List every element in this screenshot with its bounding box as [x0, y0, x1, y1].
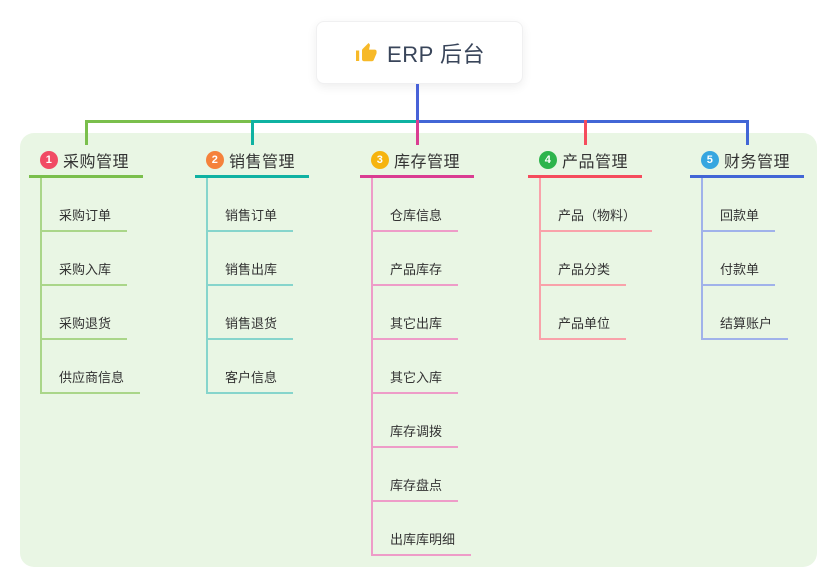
child-row: 产品单位	[541, 286, 652, 340]
child-row: 销售退货	[208, 286, 294, 340]
child-row: 采购订单	[42, 178, 140, 232]
bus-segment-teal	[252, 120, 417, 123]
child-node[interactable]: 销售出库	[208, 262, 294, 286]
child-row: 产品库存	[373, 232, 471, 286]
root-node[interactable]: ERP 后台	[316, 21, 523, 84]
child-node[interactable]: 产品（物料）	[541, 208, 653, 232]
bus-segment-blue	[417, 120, 749, 123]
child-row: 库存调拨	[373, 394, 471, 448]
child-row: 客户信息	[208, 340, 294, 394]
child-row: 采购退货	[42, 286, 140, 340]
branch-title-label: 财务管理	[724, 154, 791, 171]
child-node[interactable]: 产品单位	[541, 316, 627, 340]
root-connector	[415, 84, 419, 123]
numbered-bullet-icon: 2	[206, 151, 224, 169]
branch-2: 2 销售管理销售订单销售出库销售退货客户信息	[195, 145, 310, 394]
branch-drop-connector	[583, 120, 587, 145]
child-node[interactable]: 仓库信息	[373, 208, 459, 232]
branch-drop-connector	[745, 120, 749, 145]
child-node[interactable]: 供应商信息	[42, 370, 141, 394]
canvas-background	[20, 133, 817, 567]
child-row: 产品（物料）	[541, 178, 653, 232]
child-row: 销售订单	[208, 178, 294, 232]
numbered-bullet-icon: 3	[371, 151, 389, 169]
branch-title-label: 销售管理	[229, 154, 296, 171]
child-node[interactable]: 其它入库	[373, 370, 459, 394]
child-row: 仓库信息	[373, 178, 471, 232]
branch-3-title[interactable]: 3 库存管理	[360, 145, 475, 178]
child-node[interactable]: 出库库明细	[373, 532, 472, 556]
child-row: 销售出库	[208, 232, 294, 286]
child-node[interactable]: 产品分类	[541, 262, 627, 286]
child-row: 付款单	[703, 232, 788, 286]
child-row: 出库库明细	[373, 502, 472, 556]
child-node[interactable]: 采购退货	[42, 316, 128, 340]
thumbs-up-icon	[354, 41, 378, 65]
branch-5-children: 回款单付款单结算账户	[701, 178, 789, 340]
branch-title-label: 产品管理	[562, 154, 629, 171]
branch-1-title[interactable]: 1 采购管理	[29, 145, 144, 178]
child-node[interactable]: 采购入库	[42, 262, 128, 286]
numbered-bullet-icon: 1	[40, 151, 58, 169]
branch-4-title[interactable]: 4 产品管理	[528, 145, 643, 178]
branch-title-label: 库存管理	[394, 154, 461, 171]
child-row: 其它出库	[373, 286, 471, 340]
branch-3: 3 库存管理仓库信息产品库存其它出库其它入库库存调拨库存盘点出库库明细	[360, 145, 475, 556]
numbered-bullet-icon: 5	[701, 151, 719, 169]
branch-4-children: 产品（物料） 产品分类产品单位	[539, 178, 653, 340]
child-node[interactable]: 产品库存	[373, 262, 459, 286]
child-row: 采购入库	[42, 232, 140, 286]
child-row: 库存盘点	[373, 448, 471, 502]
root-label: ERP 后台	[387, 41, 485, 67]
branch-5-title[interactable]: 5 财务管理	[690, 145, 805, 178]
branch-3-children: 仓库信息产品库存其它出库其它入库库存调拨库存盘点出库库明细	[371, 178, 472, 556]
branch-1-children: 采购订单采购入库采购退货供应商信息	[40, 178, 141, 394]
branch-drop-connector	[250, 120, 254, 145]
branch-5: 5 财务管理回款单付款单结算账户	[690, 145, 805, 340]
child-node[interactable]: 客户信息	[208, 370, 294, 394]
numbered-bullet-icon: 4	[539, 151, 557, 169]
child-node[interactable]: 采购订单	[42, 208, 128, 232]
branch-drop-connector	[84, 120, 88, 145]
child-node[interactable]: 销售订单	[208, 208, 294, 232]
child-node[interactable]: 回款单	[703, 208, 776, 232]
child-row: 产品分类	[541, 232, 652, 286]
branch-2-title[interactable]: 2 销售管理	[195, 145, 310, 178]
branch-title-label: 采购管理	[63, 154, 130, 171]
branch-1: 1 采购管理采购订单采购入库采购退货供应商信息	[29, 145, 144, 394]
child-row: 供应商信息	[42, 340, 141, 394]
child-node[interactable]: 其它出库	[373, 316, 459, 340]
child-row: 结算账户	[703, 286, 789, 340]
branch-4: 4 产品管理产品（物料） 产品分类产品单位	[528, 145, 653, 340]
child-row: 回款单	[703, 178, 788, 232]
bus-segment-green	[84, 120, 252, 123]
child-node[interactable]: 库存调拨	[373, 424, 459, 448]
branch-drop-connector	[415, 120, 419, 145]
child-node[interactable]: 库存盘点	[373, 478, 459, 502]
child-node[interactable]: 结算账户	[703, 316, 789, 340]
child-node[interactable]: 付款单	[703, 262, 776, 286]
child-node[interactable]: 销售退货	[208, 316, 294, 340]
child-row: 其它入库	[373, 340, 471, 394]
branch-2-children: 销售订单销售出库销售退货客户信息	[206, 178, 294, 394]
